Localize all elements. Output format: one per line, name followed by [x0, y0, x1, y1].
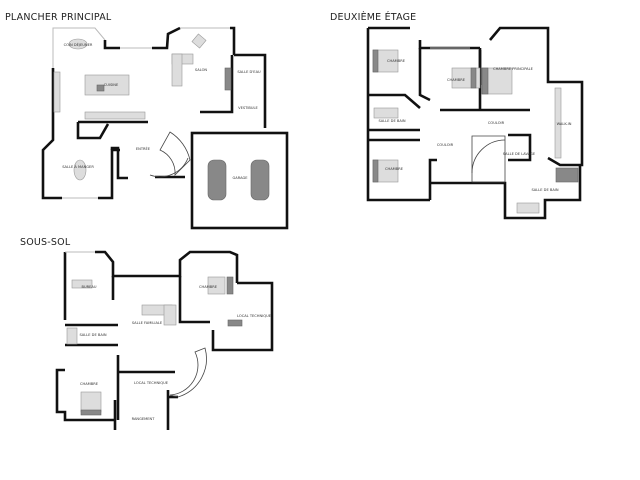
- room-label: SALLE DE LAVAGE: [503, 152, 536, 156]
- room-labels-basement: BUREAU CHAMBRE SALLE FAMILIALE LOCAL TEC…: [79, 285, 271, 421]
- room-label: CHAMBRE: [199, 285, 218, 289]
- room-labels-main: COIN DÉJEUNER CUISINE SALON SALLE D'EAU …: [62, 42, 261, 180]
- room-label: COULOIR: [488, 121, 505, 125]
- room-label: SALLE D'EAU: [237, 70, 261, 74]
- room-label: SALLE À MANGER: [62, 164, 94, 169]
- room-label: CHAMBRE: [80, 382, 99, 386]
- room-label: LOCAL TECHNIQUE: [134, 381, 169, 385]
- room-label: SALLE DE BAIN: [531, 188, 558, 192]
- room-label: SALLE FAMILIALE: [132, 321, 163, 325]
- room-label: GARAGE: [232, 176, 248, 180]
- room-labels-second: CHAMBRE CHAMBRE CHAMBRE PRINCIPALE SALLE…: [378, 59, 571, 192]
- floor-title-main: PLANCHER PRINCIPAL: [5, 12, 112, 23]
- plan-basement: BUREAU CHAMBRE SALLE FAMILIALE LOCAL TEC…: [55, 250, 274, 430]
- room-label: CHAMBRE: [387, 59, 406, 63]
- room-label: WALK-IN: [557, 122, 572, 126]
- room-label: CHAMBRE: [385, 167, 404, 171]
- room-label: CHAMBRE PRINCIPALE: [493, 67, 534, 71]
- floor-title-basement: SOUS-SOL: [20, 237, 71, 248]
- room-label: SALLE DE BAIN: [378, 119, 405, 123]
- room-label: SALON: [195, 68, 208, 72]
- room-label: BUREAU: [82, 285, 97, 289]
- room-label: COIN DÉJEUNER: [64, 42, 93, 47]
- room-label: COULOIR: [437, 143, 454, 147]
- room-label: RANGEMENT: [132, 417, 156, 421]
- room-label: LOCAL TECHNIQUE: [237, 314, 272, 318]
- room-label: SALLE DE BAIN: [79, 333, 106, 337]
- room-label: ENTRÉE: [136, 146, 151, 151]
- plan-main-floor: COIN DÉJEUNER CUISINE SALON SALLE D'EAU …: [41, 26, 289, 230]
- floor-title-second: DEUXIÈME ÉTAGE: [330, 12, 417, 23]
- room-label: VESTIBULE: [238, 106, 258, 110]
- room-label: CHAMBRE: [447, 78, 466, 82]
- room-label: CUISINE: [104, 83, 119, 87]
- plan-second-floor: CHAMBRE CHAMBRE CHAMBRE PRINCIPALE SALLE…: [366, 26, 584, 220]
